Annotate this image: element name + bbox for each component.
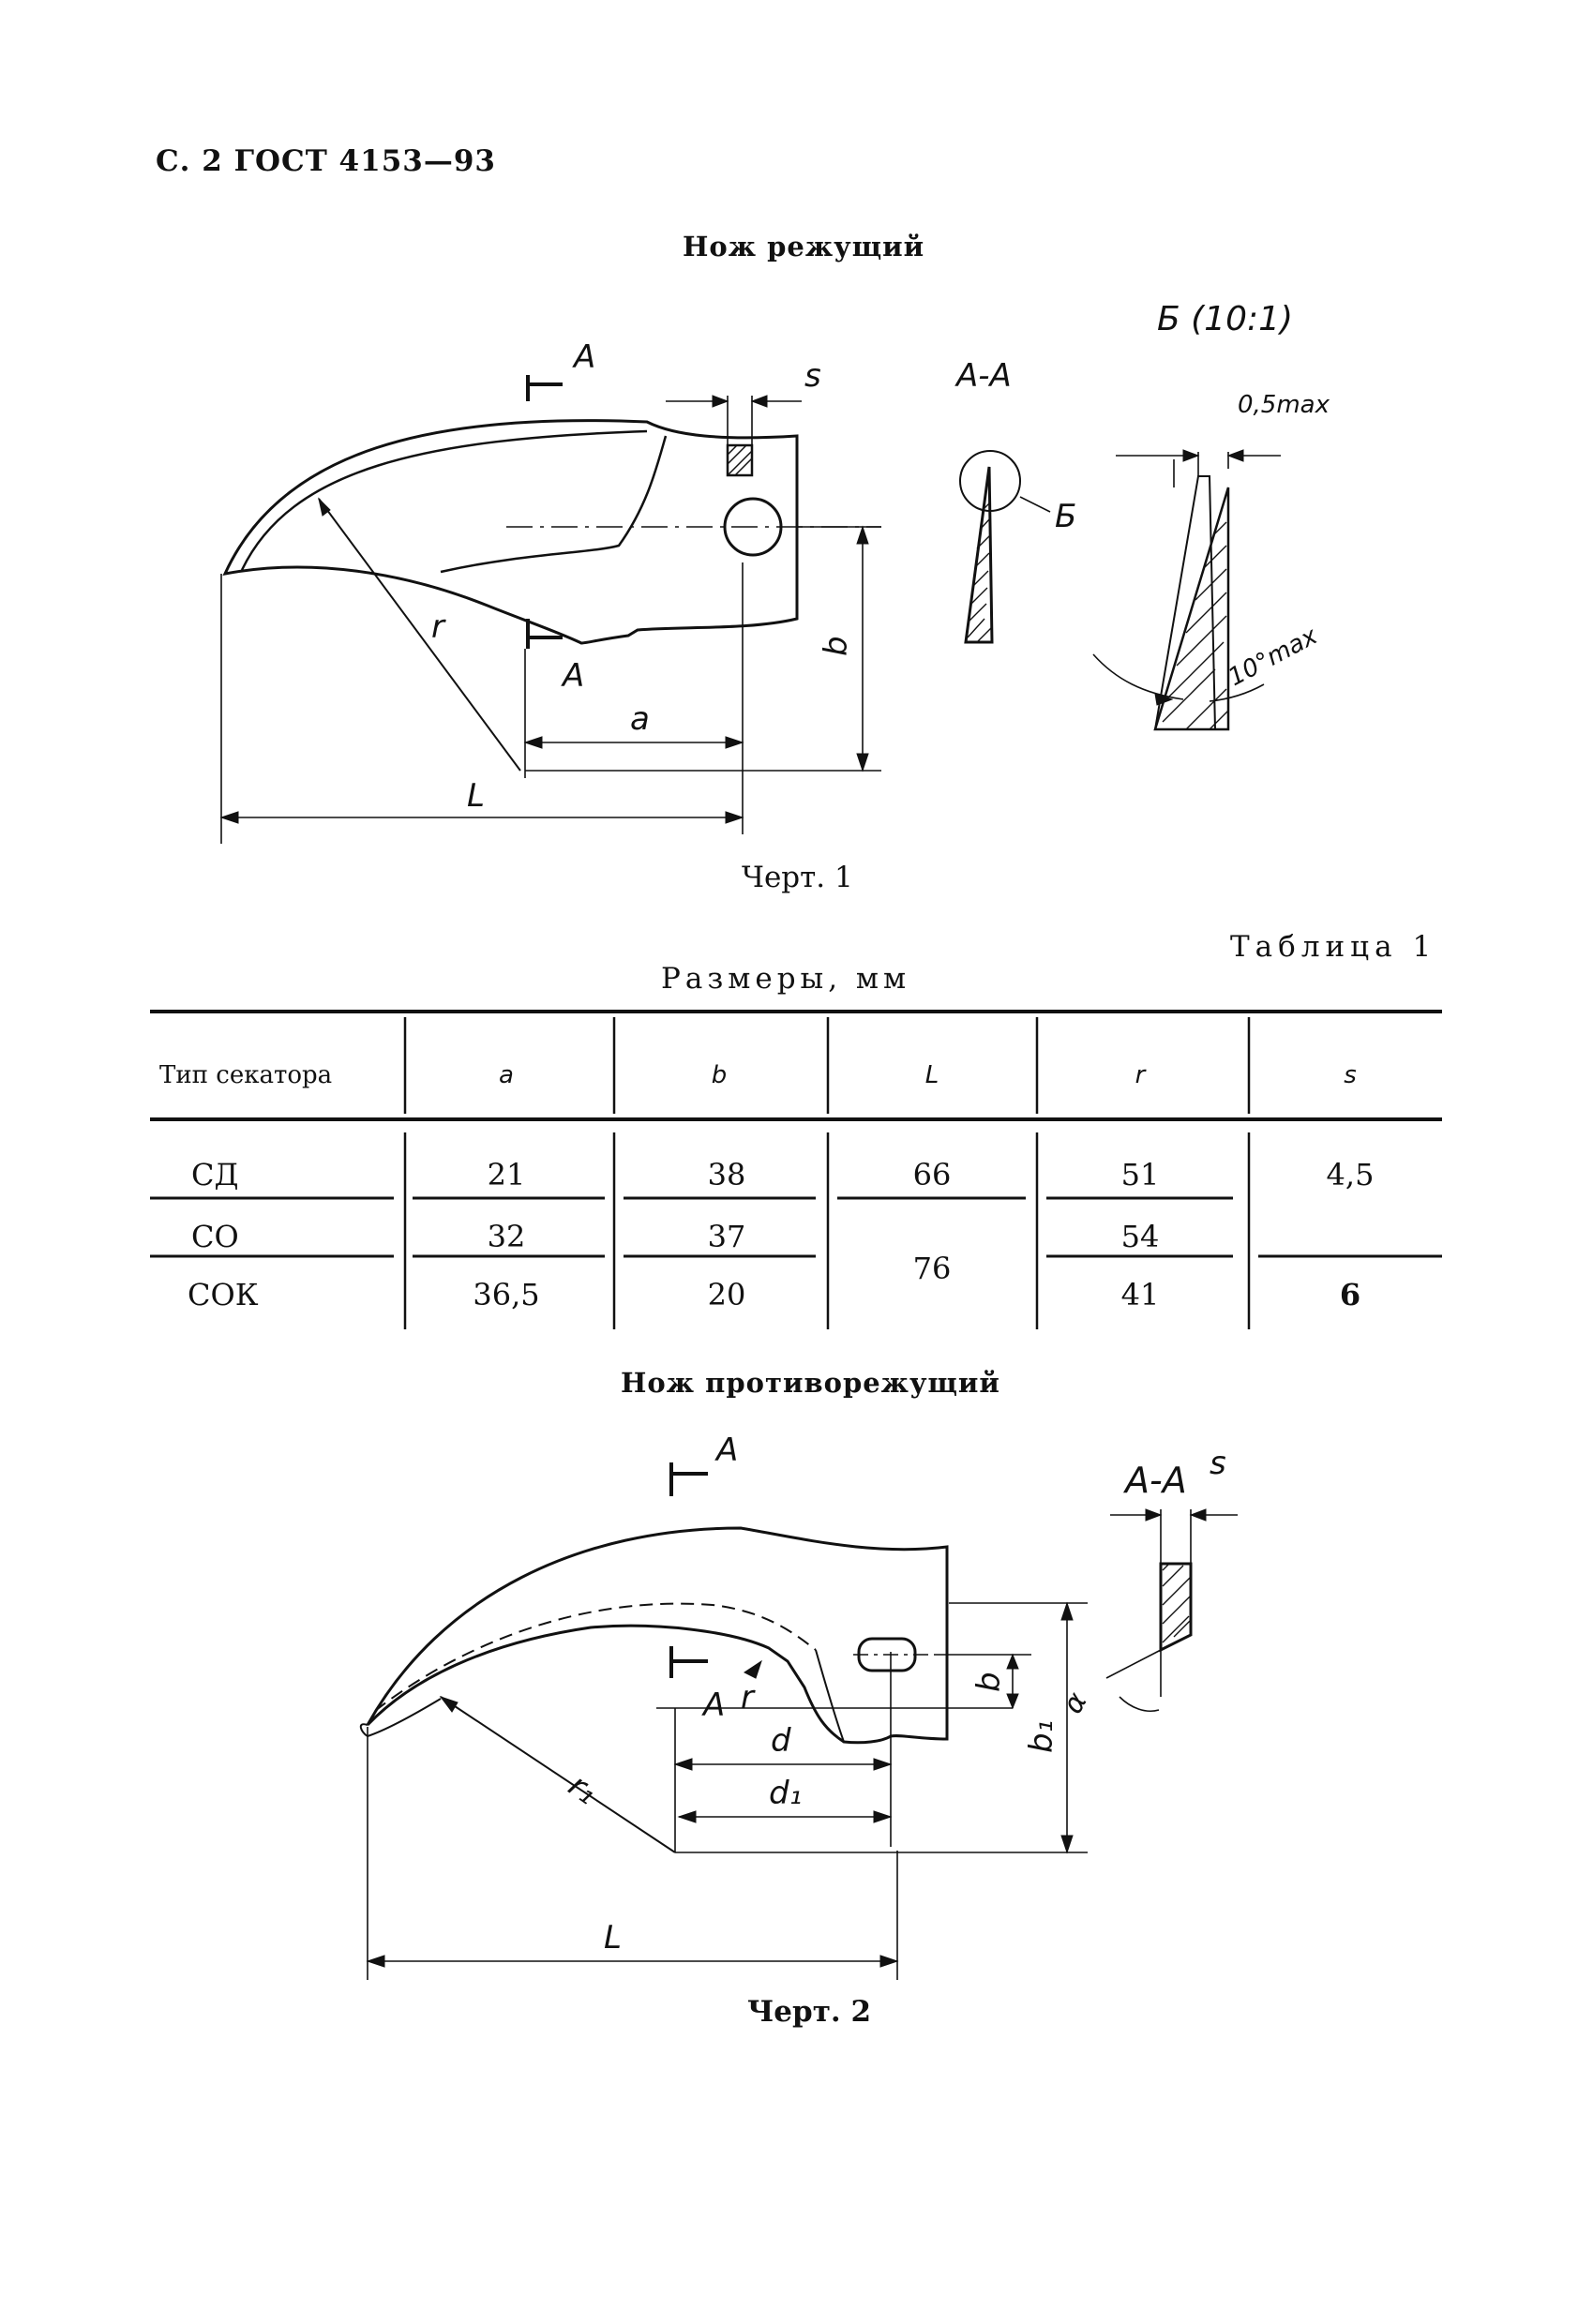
table-cell-a: 32 <box>488 1219 526 1254</box>
fig1-section-title: А-А <box>954 357 1012 395</box>
fig1-section-mark-top: А <box>572 338 595 376</box>
section-aa-shape <box>964 466 994 644</box>
table-cell-s: 6 <box>1340 1277 1360 1312</box>
figure-2-caption: Черт. 2 <box>747 1995 872 2029</box>
table-cell-type: СОК <box>188 1277 259 1312</box>
fig2-label-r1: r₁ <box>562 1767 605 1813</box>
table-cell-type: СД <box>191 1157 239 1192</box>
fig2-section-title: А-А <box>1122 1460 1187 1501</box>
figure-1-drawing: А А s b a L r А-А Б Б (10:1) 0,5max 10°m… <box>219 300 1330 844</box>
counter-section-aa-shape <box>1159 1562 1193 1653</box>
figure-1-caption: Черт. 1 <box>742 861 853 894</box>
table-1-label: Таблица 1 <box>1230 930 1437 964</box>
fig1-label-L: L <box>467 777 485 815</box>
table-header-s: s <box>1344 1061 1357 1089</box>
table-header-r: r <box>1135 1061 1148 1089</box>
table-cell-b: 38 <box>708 1157 746 1192</box>
table-header-type: Тип секатора <box>159 1061 332 1089</box>
table-cell-r: 41 <box>1121 1277 1160 1312</box>
table-cell-s: 4,5 <box>1327 1157 1375 1192</box>
counter-blade-outline <box>366 1526 949 1745</box>
table-cell-r: 51 <box>1121 1157 1160 1192</box>
fig2-label-b1: b₁ <box>1023 1720 1060 1753</box>
page-header: С. 2 ГОСТ 4153—93 <box>156 144 496 178</box>
counter-blade-dashed-edge <box>374 1602 817 1712</box>
fig1-label-r: r <box>431 608 446 646</box>
fig2-label-d1: d₁ <box>769 1775 802 1812</box>
fig2-label-b: b <box>970 1672 1008 1692</box>
table-1-dims: Размеры, мм <box>661 962 911 996</box>
fig1-label-a: a <box>630 700 650 738</box>
table-header-a: a <box>499 1061 514 1089</box>
table-cell-a: 21 <box>488 1157 526 1192</box>
fig2-label-r: r <box>741 1679 756 1717</box>
section-title-cutting-knife: Нож режущий <box>683 231 925 262</box>
table-cell-b: 20 <box>708 1277 746 1312</box>
blade-inner-curve <box>440 435 668 574</box>
fig2-section-mark-bottom: А <box>701 1687 725 1724</box>
table-header-b: b <box>712 1061 728 1089</box>
table-cell-a: 36,5 <box>473 1277 539 1312</box>
fig2-label-alpha: α <box>1057 1687 1094 1719</box>
blade-inner-edge <box>240 429 648 571</box>
blade-outline <box>222 419 799 645</box>
table-cell-type: СО <box>191 1219 239 1254</box>
table-cell-L: 76 <box>913 1251 952 1286</box>
table-cell-r: 54 <box>1121 1219 1160 1254</box>
fig2-label-d: d <box>771 1722 791 1760</box>
table-cell-b: 37 <box>708 1219 746 1254</box>
table-cell-L: 66 <box>913 1157 952 1192</box>
fig1-callout-b: Б <box>1055 498 1076 535</box>
fig1-label-s: s <box>804 357 821 395</box>
table-header-L: L <box>925 1061 939 1089</box>
fig2-section-mark-top: А <box>714 1432 738 1469</box>
figure-2-drawing: А А r r₁ d d₁ b b₁ L А-А s α <box>359 1432 1238 1980</box>
fig1-detail-title: Б (10:1) <box>1157 300 1293 338</box>
fig1-label-b: b <box>818 636 855 656</box>
fig1-tolerance-angle: 10°max <box>1224 622 1322 692</box>
section-title-counter-knife: Нож противорежущий <box>621 1367 1000 1399</box>
fig2-label-s: s <box>1210 1445 1226 1482</box>
fig2-label-L: L <box>604 1919 622 1957</box>
fig1-section-mark-bottom: А <box>561 657 584 695</box>
fig1-tolerance-top: 0,5max <box>1238 391 1330 419</box>
detail-b-shape <box>1153 487 1230 731</box>
table-1: Тип секатора a b L r s СД 21 38 66 51 4,… <box>150 1010 1442 1329</box>
